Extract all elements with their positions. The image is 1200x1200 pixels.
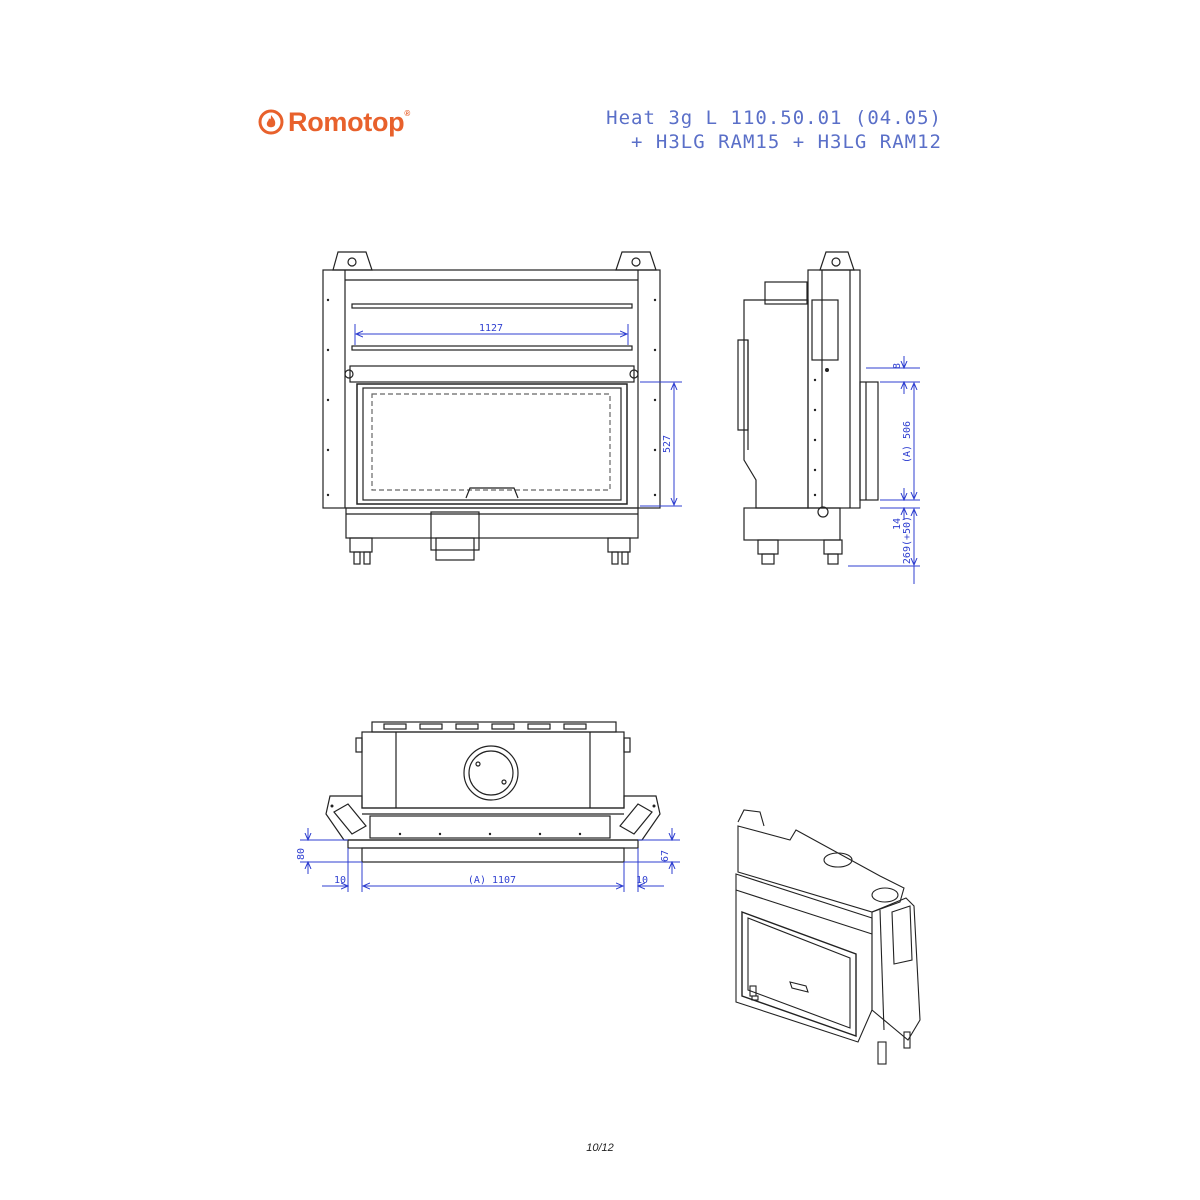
brand-name: Romotop® [288, 106, 410, 137]
top-right-height-label: 67 [660, 850, 671, 862]
page-number: 10/12 [586, 1142, 614, 1154]
top-view [325, 721, 661, 863]
flame-icon [258, 109, 284, 135]
side-opening-label: (A) 506 [902, 421, 913, 463]
top-left-height-label: 80 [296, 848, 307, 860]
title-line-2: + H3LG RAM15 + H3LG RAM12 [631, 131, 942, 153]
front-view-dimensions [354, 324, 682, 507]
front-opening-height-label: 527 [662, 435, 673, 453]
drawing-title: Heat 3g L 110.50.01 (04.05) + H3LG RAM15… [606, 106, 942, 154]
side-base-label: 269(+50) [902, 516, 913, 564]
side-bottom-gap-label: 14 [892, 518, 903, 530]
side-top-gap-label: 8 [892, 363, 903, 369]
side-view [737, 251, 879, 565]
brand-logo: Romotop® [258, 104, 410, 140]
front-width-label: 1127 [479, 323, 503, 334]
top-view-dimensions [300, 828, 680, 892]
top-left-margin-label: 10 [334, 875, 346, 886]
top-width-label: (A) 1107 [468, 875, 516, 886]
side-view-dimensions [848, 356, 920, 584]
isometric-view [735, 809, 921, 1065]
top-right-margin-label: 10 [636, 875, 648, 886]
front-view [322, 251, 661, 565]
title-line-1: Heat 3g L 110.50.01 (04.05) [606, 107, 942, 129]
